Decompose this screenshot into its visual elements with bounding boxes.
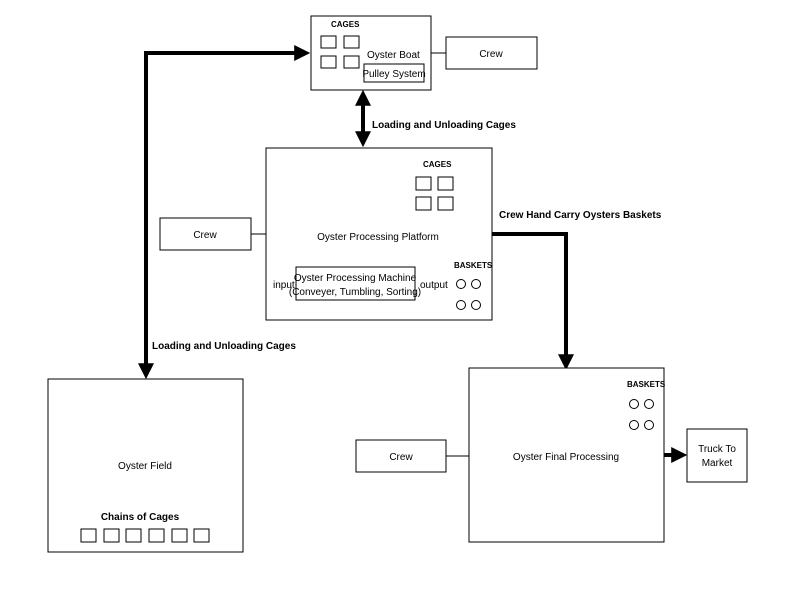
final-processing-title: Oyster Final Processing xyxy=(513,452,619,463)
platform-cage xyxy=(415,176,432,191)
field-cage xyxy=(193,528,210,543)
truck-to-market-box xyxy=(686,428,748,483)
platform-crew-node: Crew xyxy=(159,217,252,251)
machine-label-line2: (Conveyer, Tumbling, Sorting) xyxy=(289,287,421,298)
platform-cage xyxy=(437,196,454,211)
truck-to-market-node: Truck To Market xyxy=(686,428,748,483)
field-cage xyxy=(103,528,120,543)
final-basket xyxy=(629,399,639,409)
chains-of-cages-label: Chains of Cages xyxy=(101,512,180,523)
oyster-boat-node: CAGES Oyster Boat Pulley System xyxy=(310,15,432,91)
final-basket xyxy=(644,420,654,430)
final-crew-label: Crew xyxy=(389,452,413,463)
boat-cage xyxy=(343,35,360,49)
field-cage xyxy=(80,528,97,543)
boat-title: Oyster Boat xyxy=(367,50,420,61)
machine-label-line1: Oyster Processing Machine xyxy=(294,273,417,284)
oyster-field-node: Oyster Field Chains of Cages xyxy=(47,378,244,553)
platform-basket xyxy=(471,279,481,289)
pulley-system-box xyxy=(363,63,425,83)
field-cage xyxy=(171,528,188,543)
final-basket xyxy=(644,399,654,409)
field-boat-label: Loading and Unloading Cages xyxy=(152,341,296,352)
platform-final-label: Crew Hand Carry Oysters Baskets xyxy=(499,210,662,221)
boat-cages-label: CAGES xyxy=(331,20,360,29)
boat-platform-label: Loading and Unloading Cages xyxy=(372,120,516,131)
field-cage xyxy=(125,528,142,543)
field-boat-arrow xyxy=(138,45,311,380)
platform-baskets-label: BASKETS xyxy=(454,261,493,270)
platform-cage xyxy=(437,176,454,191)
final-processing-node: BASKETS Oyster Final Processing xyxy=(468,367,666,543)
boat-cage xyxy=(320,55,337,69)
boat-crew-label: Crew xyxy=(479,49,503,60)
boat-crew-box xyxy=(445,36,538,70)
final-basket xyxy=(629,420,639,430)
final-baskets-label: BASKETS xyxy=(627,380,666,389)
boat-cage xyxy=(320,35,337,49)
platform-cages-label: CAGES xyxy=(423,160,452,169)
machine-output-label: output xyxy=(420,280,448,291)
final-crew-node: Crew xyxy=(355,439,447,473)
platform-basket xyxy=(471,300,481,310)
truck-label-line1: Truck To xyxy=(698,444,736,455)
final-processing-box xyxy=(468,367,665,543)
processing-platform-node: CAGES Oyster Processing Platform input O… xyxy=(265,147,493,321)
platform-final-arrow xyxy=(492,232,574,371)
platform-basket xyxy=(456,300,466,310)
platform-cage xyxy=(415,196,432,211)
boat-cage xyxy=(343,55,360,69)
pulley-system-label: Pulley System xyxy=(362,69,425,80)
boat-crew-node: Crew xyxy=(445,36,538,70)
final-crew-box xyxy=(355,439,447,473)
field-cage xyxy=(148,528,165,543)
truck-label-line2: Market xyxy=(702,458,733,469)
platform-basket xyxy=(456,279,466,289)
oyster-field-box xyxy=(47,378,244,553)
oyster-field-title: Oyster Field xyxy=(118,461,172,472)
platform-crew-label: Crew xyxy=(193,230,217,241)
platform-title: Oyster Processing Platform xyxy=(317,232,439,243)
